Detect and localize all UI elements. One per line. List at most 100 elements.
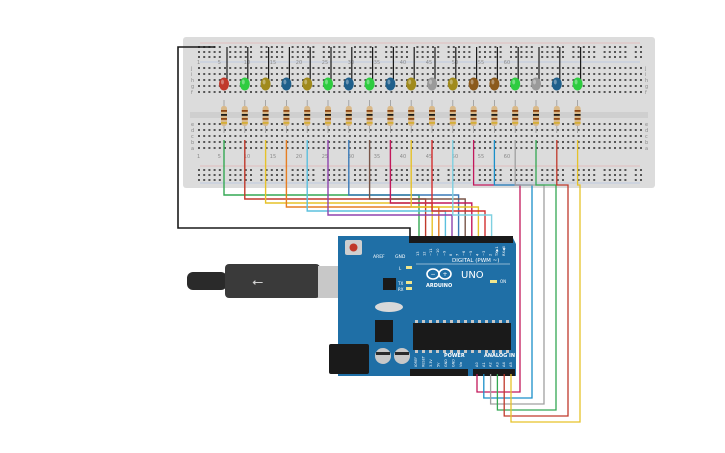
rail-hole — [354, 179, 356, 181]
rail-hole — [546, 174, 549, 176]
rail-hole — [525, 179, 528, 181]
breadboard-hole — [286, 129, 289, 131]
rail-hole — [400, 56, 403, 58]
digital-wire[interactable] — [348, 140, 460, 240]
led[interactable] — [406, 77, 417, 91]
led[interactable] — [239, 77, 250, 91]
resistor-band — [241, 114, 248, 116]
led[interactable] — [510, 77, 521, 91]
rail-hole — [198, 56, 200, 58]
led[interactable] — [468, 77, 479, 91]
led-array[interactable] — [219, 47, 583, 133]
rail-hole — [520, 51, 523, 53]
rail-hole — [359, 179, 362, 181]
digital-wire[interactable] — [452, 140, 493, 240]
rail-hole — [562, 46, 564, 48]
digital-wire[interactable] — [368, 140, 466, 240]
breadboard-hole — [629, 85, 632, 87]
breadboard-hole — [374, 147, 377, 149]
breadboard-hole — [629, 67, 632, 69]
led[interactable] — [447, 77, 458, 91]
breadboard-hole — [463, 67, 466, 69]
rail-hole — [302, 169, 304, 171]
rail-hole — [489, 169, 492, 171]
led[interactable] — [260, 77, 271, 91]
analog-wire[interactable] — [483, 140, 533, 399]
breadboard-hole — [562, 123, 564, 125]
rail-hole — [603, 169, 606, 171]
column-number-top: 15 — [270, 60, 276, 66]
arduino-logo-icon: − + — [426, 268, 452, 280]
rail-hole — [343, 179, 346, 181]
breadboard-hole — [229, 79, 232, 81]
breadboard-hole — [333, 129, 336, 131]
gnd-wire[interactable] — [177, 46, 411, 240]
resistor-band — [345, 122, 352, 124]
breadboard-hole — [432, 67, 434, 69]
usb-cable[interactable]: ⭠ — [187, 264, 363, 298]
resistor-band — [470, 118, 477, 120]
led[interactable] — [489, 77, 500, 91]
rail-hole — [302, 46, 304, 48]
digital-wire[interactable] — [389, 140, 473, 240]
digital-wire[interactable] — [327, 140, 453, 240]
digital-wire[interactable] — [223, 140, 420, 240]
rail-hole — [484, 169, 486, 171]
breadboard-hole — [380, 67, 382, 69]
analog-wire[interactable] — [472, 140, 521, 393]
led-highlight — [241, 79, 245, 85]
digital-wire[interactable] — [431, 140, 486, 240]
breadboard-hole — [364, 129, 367, 131]
breadboard-hole — [484, 129, 486, 131]
breadboard-hole — [520, 85, 523, 87]
breadboard-hole — [525, 129, 528, 131]
led[interactable] — [572, 77, 583, 91]
digital-wire[interactable] — [285, 140, 440, 240]
column-number-top: 25 — [322, 60, 328, 66]
digital-wire[interactable] — [306, 140, 447, 240]
breadboard-hole — [567, 73, 570, 75]
led[interactable] — [343, 77, 354, 91]
digital-wire[interactable] — [410, 140, 480, 240]
led[interactable] — [551, 77, 562, 91]
resistor-band — [574, 114, 581, 116]
chip-pin — [450, 350, 453, 353]
rail-hole — [260, 51, 263, 53]
analog-wire[interactable] — [503, 140, 569, 417]
rail-hole — [546, 169, 549, 171]
analog-wire[interactable] — [489, 140, 545, 405]
rail-hole — [640, 56, 642, 58]
rail-hole — [250, 46, 252, 48]
analog-wire[interactable] — [496, 140, 557, 411]
digital-wire[interactable] — [244, 140, 427, 240]
breadboard-hole — [603, 73, 606, 75]
breadboard-hole — [208, 135, 211, 137]
row-letter: d — [191, 128, 194, 134]
analog-wires[interactable] — [472, 140, 581, 423]
rail-hole — [234, 179, 237, 181]
wires[interactable] — [223, 140, 493, 240]
resistor-band — [491, 118, 498, 120]
breadboard-hole — [504, 91, 507, 93]
digital-wire[interactable] — [264, 140, 433, 240]
led[interactable] — [385, 77, 396, 91]
breadboard-hole — [619, 73, 622, 75]
led[interactable] — [427, 77, 437, 91]
led[interactable] — [302, 77, 313, 91]
led[interactable] — [281, 77, 292, 91]
led[interactable] — [219, 77, 229, 91]
rail-hole — [614, 179, 616, 181]
led[interactable] — [531, 77, 541, 91]
breadboard-hole — [338, 85, 341, 87]
chip-pin — [478, 320, 481, 323]
breadboard-hole — [218, 73, 221, 75]
led[interactable] — [323, 77, 333, 91]
analog-wire[interactable] — [510, 140, 581, 423]
breadboard-hole — [525, 85, 528, 87]
breadboard[interactable]: 1155101015152020252530303535404045455050… — [183, 37, 655, 188]
breadboard-hole — [395, 79, 398, 81]
led[interactable] — [364, 77, 375, 91]
breadboard-hole — [603, 129, 606, 131]
